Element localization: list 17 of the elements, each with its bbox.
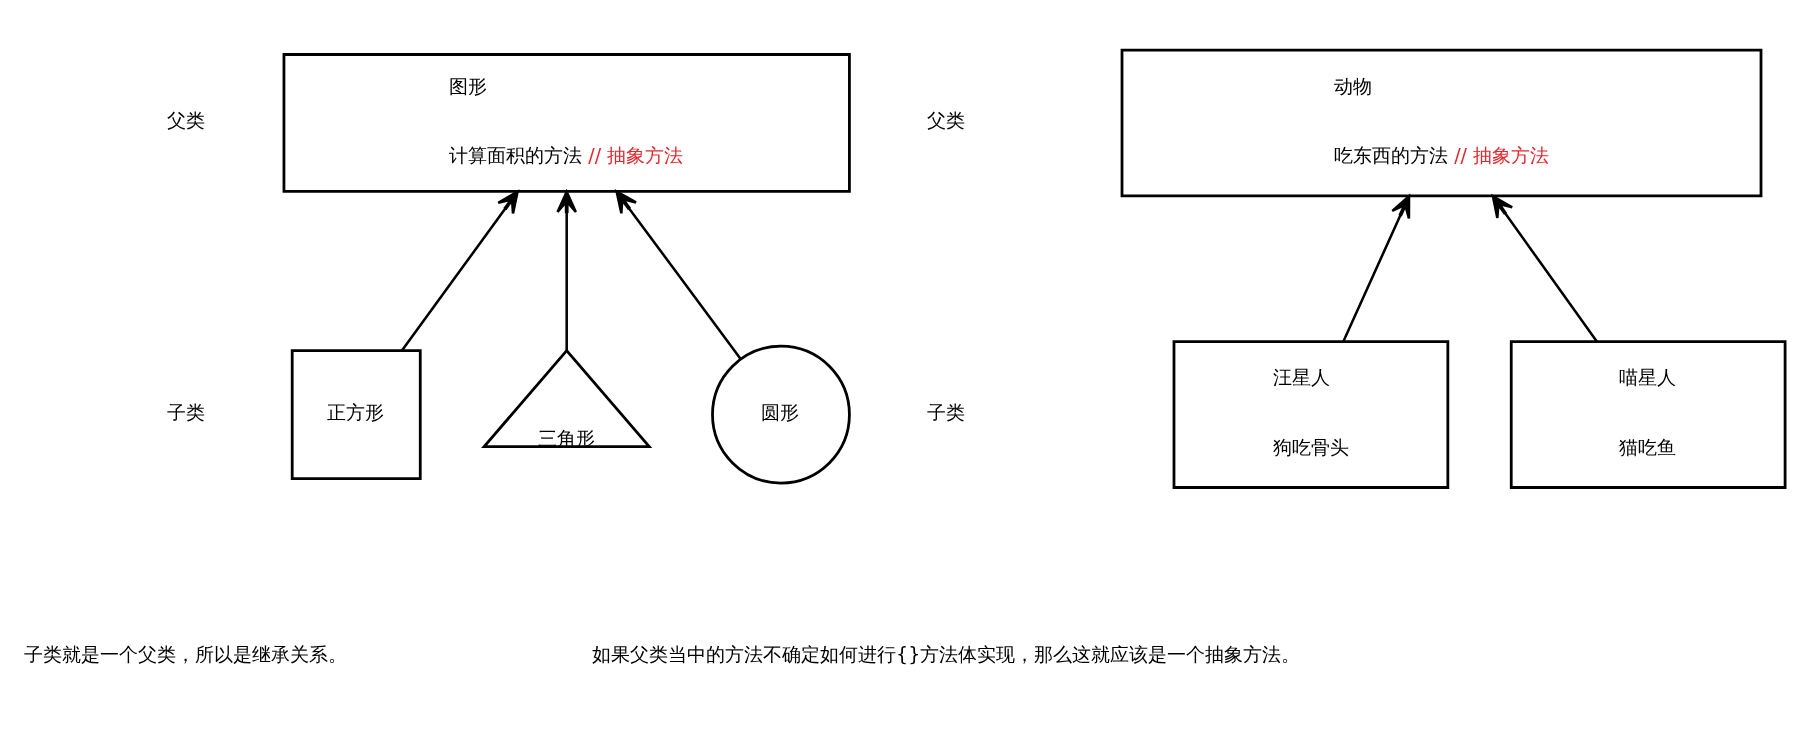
node-circle: 圆形 xyxy=(711,344,851,485)
label: 父类 xyxy=(166,109,205,132)
arrow xyxy=(556,190,578,351)
node-box: 图形 计算面积的方法 // 抽象方法 xyxy=(282,53,851,193)
node-box: 汪星人 狗吃骨头 xyxy=(1172,340,1450,489)
arrow xyxy=(1491,194,1598,343)
label: 子类就是一个父类，所以是继承关系。 xyxy=(24,642,348,665)
label: 父类 xyxy=(927,109,966,132)
node-box: 正方形 xyxy=(290,349,422,480)
arrow xyxy=(401,190,519,351)
label: 子类 xyxy=(927,401,966,424)
node-box: 喵星人 猫吃鱼 xyxy=(1509,340,1787,489)
arrow xyxy=(615,190,742,360)
label: 子类 xyxy=(166,401,205,424)
arrow xyxy=(1342,194,1411,342)
node-box: 动物 吃东西的方法 // 抽象方法 xyxy=(1120,48,1763,198)
label: 如果父类当中的方法不确定如何进行{}方法体实现，那么这就应该是一个抽象方法。 xyxy=(592,642,1301,665)
